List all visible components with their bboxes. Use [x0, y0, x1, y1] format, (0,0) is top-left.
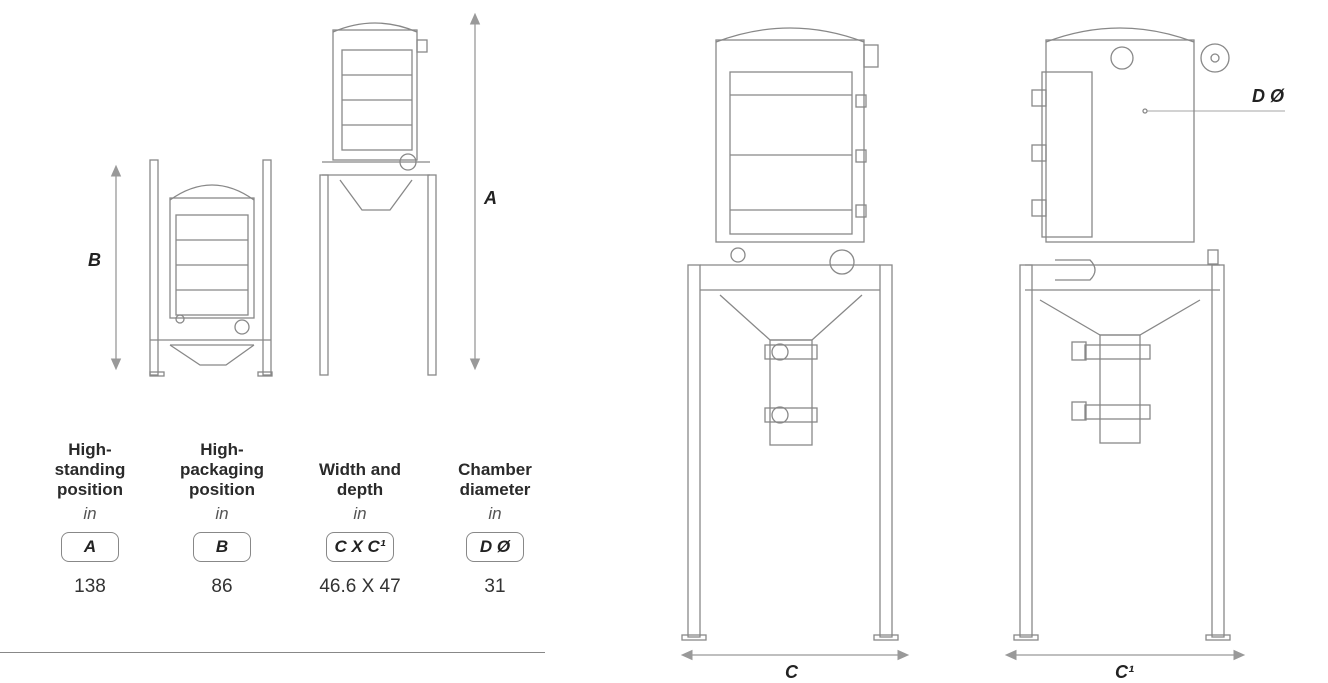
dimension-label-a: A — [484, 188, 497, 208]
dimension-code-badge: B — [193, 532, 251, 562]
dimension-code-badge: C X C¹ — [326, 532, 394, 562]
unit-label: in — [488, 504, 502, 523]
dimension-label-d: D Ø — [1252, 86, 1285, 106]
dimension-label-c: C — [785, 662, 798, 682]
unit-label: in — [215, 504, 229, 523]
medium-unit-standing-position — [319, 22, 437, 376]
dimension-code-badge: A — [61, 532, 119, 562]
dimension-label-b: B — [88, 250, 101, 270]
small-unit-packaging-position — [149, 159, 273, 377]
unit-label: in — [353, 504, 367, 523]
dimension-label-c1: C¹ — [1115, 662, 1134, 682]
unit-label: in — [83, 504, 97, 523]
dimension-code-badge: D Ø — [466, 532, 524, 562]
table-bottom-rule — [0, 652, 545, 653]
dimension-value: 138 — [74, 576, 106, 597]
front-view-unit — [681, 27, 899, 641]
dimension-value: 86 — [211, 576, 233, 597]
dimension-value: 31 — [484, 576, 506, 597]
side-view-unit — [1013, 27, 1285, 641]
dimension-value: 46.6 X 47 — [319, 576, 401, 597]
